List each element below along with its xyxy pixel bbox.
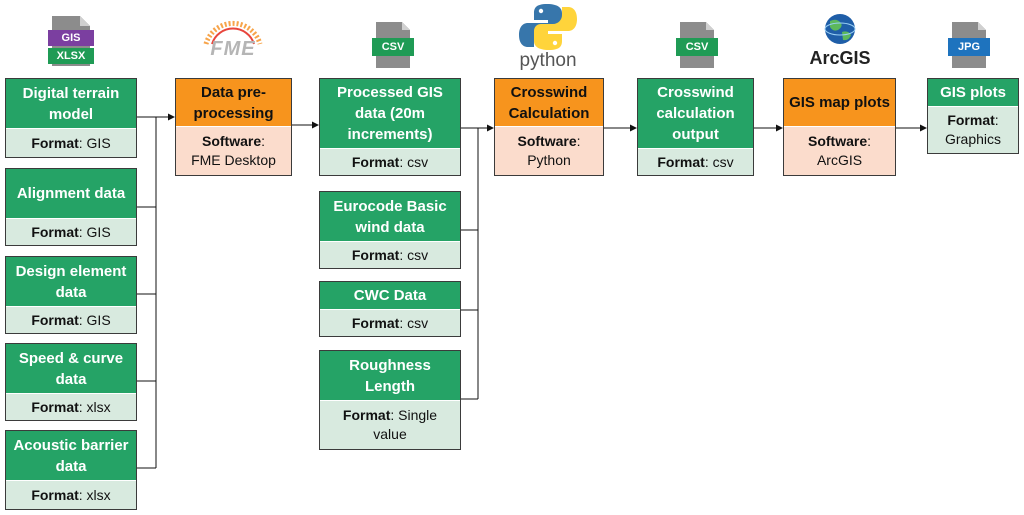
box-format: Format: Graphics: [928, 106, 1018, 153]
gis-map-plots-box: GIS map plots Software: ArcGIS: [783, 78, 896, 176]
crosswind-output-box: Crosswind calculation output Format: csv: [637, 78, 754, 176]
box-title: Speed & curve data: [6, 344, 136, 393]
gis-xlsx-file-icon: GIS XLSX: [48, 14, 94, 68]
arcgis-logo-icon: ArcGIS: [800, 12, 880, 72]
box-title: GIS map plots: [784, 79, 895, 126]
box-format: Format: xlsx: [6, 480, 136, 509]
fme-logo-icon: FME: [192, 14, 274, 64]
box-title: Eurocode Basic wind data: [320, 192, 460, 241]
box-format: Format: csv: [320, 309, 460, 336]
box-format: Format: GIS: [6, 128, 136, 157]
box-format: Format: csv: [320, 148, 460, 175]
box-title: GIS plots: [928, 79, 1018, 106]
box-title: Data pre-processing: [176, 79, 291, 126]
speed-curve-data-box: Speed & curve data Format: xlsx: [5, 343, 137, 421]
fme-logo-text: FME: [210, 38, 256, 60]
box-title: Digital terrain model: [6, 79, 136, 128]
box-format: Format: GIS: [6, 218, 136, 245]
box-title: Processed GIS data (20m increments): [320, 79, 460, 148]
box-title: Crosswind Calculation: [495, 79, 603, 126]
processed-gis-data-box: Processed GIS data (20m increments) Form…: [319, 78, 461, 176]
box-software: Software: ArcGIS: [784, 126, 895, 175]
box-format: Format: xlsx: [6, 393, 136, 420]
csv-badge-label: CSV: [381, 41, 405, 53]
python-logo-icon: python: [510, 2, 586, 74]
jpg-badge-label: JPG: [957, 41, 980, 53]
csv-badge-label: CSV: [685, 41, 709, 53]
python-logo-text: python: [519, 50, 577, 71]
box-software: Software: FME Desktop: [176, 126, 291, 175]
roughness-length-box: Roughness Length Format: Single value: [319, 350, 461, 450]
csv-file-icon: CSV: [676, 20, 718, 70]
eurocode-wind-data-box: Eurocode Basic wind data Format: csv: [319, 191, 461, 269]
box-format: Format: Single value: [320, 400, 460, 449]
gis-plots-box: GIS plots Format: Graphics: [927, 78, 1019, 154]
data-preprocessing-box: Data pre-processing Software: FME Deskto…: [175, 78, 292, 176]
box-title: Acoustic barrier data: [6, 431, 136, 480]
alignment-data-box: Alignment data Format: GIS: [5, 168, 137, 246]
box-format: Format: csv: [638, 148, 753, 175]
box-title: Alignment data: [6, 169, 136, 218]
box-format: Format: GIS: [6, 306, 136, 333]
design-element-data-box: Design element data Format: GIS: [5, 256, 137, 334]
acoustic-barrier-data-box: Acoustic barrier data Format: xlsx: [5, 430, 137, 510]
gis-badge-label: GIS: [61, 32, 81, 44]
box-software: Software: Python: [495, 126, 603, 175]
box-format: Format: csv: [320, 241, 460, 268]
crosswind-calculation-box: Crosswind Calculation Software: Python: [494, 78, 604, 176]
csv-file-icon: CSV: [372, 20, 414, 70]
box-title: Crosswind calculation output: [638, 79, 753, 148]
arcgis-logo-text: ArcGIS: [809, 48, 871, 68]
box-title: Design element data: [6, 257, 136, 306]
digital-terrain-model-box: Digital terrain model Format: GIS: [5, 78, 137, 158]
cwc-data-box: CWC Data Format: csv: [319, 281, 461, 337]
box-title: CWC Data: [320, 282, 460, 309]
box-title: Roughness Length: [320, 351, 460, 400]
jpg-file-icon: JPG: [948, 20, 990, 70]
xlsx-badge-label: XLSX: [56, 50, 86, 62]
